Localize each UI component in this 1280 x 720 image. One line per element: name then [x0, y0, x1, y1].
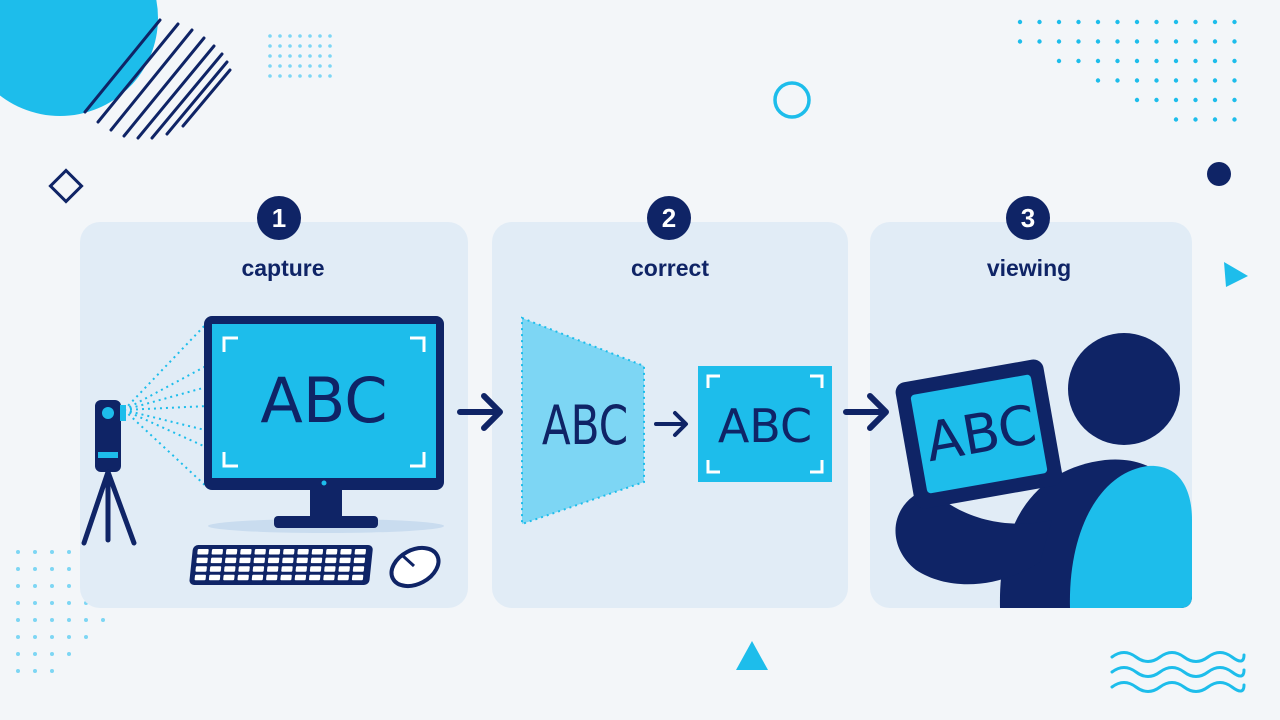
decor-ring	[773, 81, 811, 119]
arrow-right-icon	[654, 411, 688, 437]
decor-dot-grid-top-right	[1017, 19, 1237, 122]
keyboard-icon	[189, 545, 373, 585]
arrow-right-icon	[843, 393, 889, 431]
corrected-screen-text: ABC	[718, 399, 812, 453]
distorted-capture-trapezoid	[521, 316, 645, 526]
tablet-icon	[895, 359, 1063, 509]
decor-hatch-lines	[83, 18, 232, 140]
step-1-badge: 1	[257, 196, 301, 240]
decor-dot-grid-top-left	[268, 34, 332, 78]
camera-on-tripod-icon	[81, 400, 137, 546]
monitor-icon	[204, 316, 444, 533]
distorted-screen-text: ABC	[542, 395, 628, 457]
arrow-right-icon	[457, 393, 503, 431]
corrected-screen	[698, 366, 832, 482]
step-1-label: capture	[241, 255, 325, 281]
decor-cyan-circle	[0, 0, 158, 116]
step-3-badge: 3	[1006, 196, 1050, 240]
step-2-badge: 2	[647, 196, 691, 240]
decor-triangle-right	[1224, 262, 1248, 287]
person-icon	[895, 333, 1192, 608]
decor-navy-dot	[1207, 162, 1231, 186]
step-2-label: correct	[631, 255, 709, 281]
step-3-label: viewing	[986, 255, 1072, 281]
decor-diamond	[48, 168, 84, 204]
monitor-screen-text: ABC	[260, 364, 387, 437]
decor-triangle-bottom	[736, 641, 768, 670]
decor-waves	[1110, 651, 1246, 693]
mouse-icon	[389, 545, 441, 589]
